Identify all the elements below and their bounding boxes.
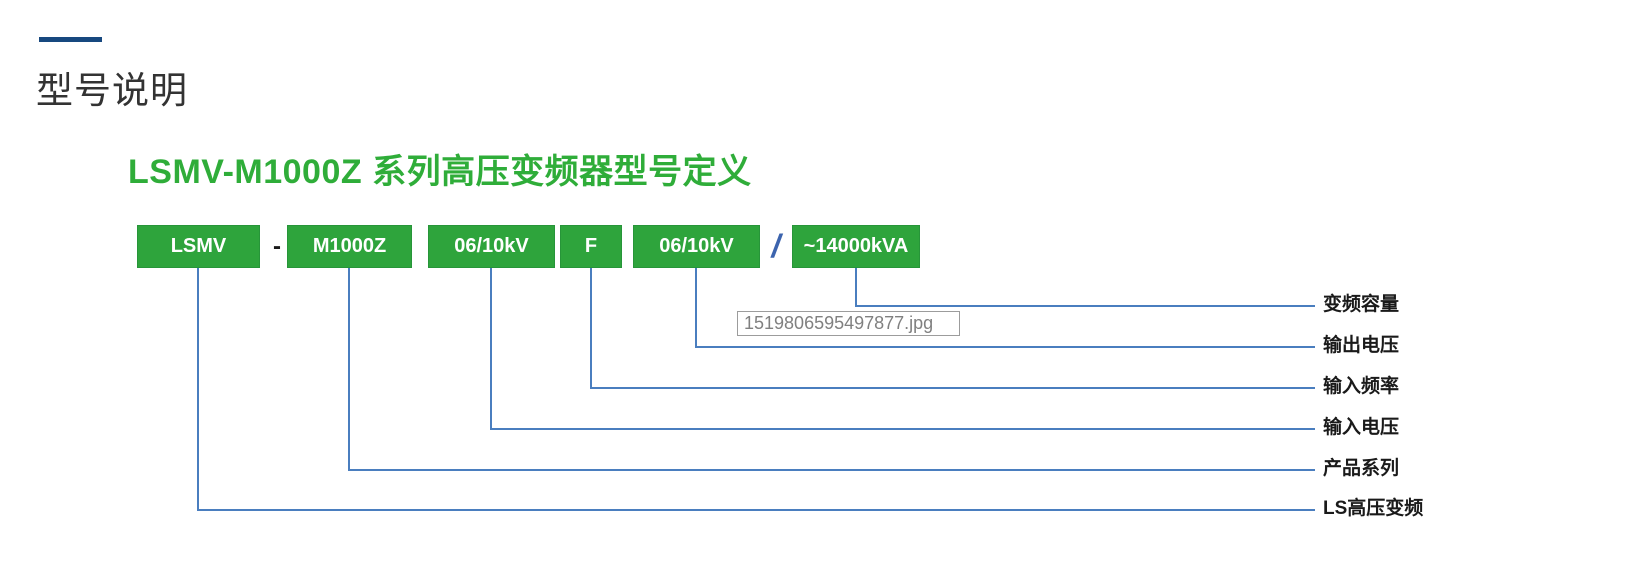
connector-line-input-frequency: [590, 387, 1315, 389]
broken-image-placeholder: 1519806595497877.jpg: [737, 311, 960, 336]
model-segment-input-frequency: F: [560, 225, 622, 268]
section-accent-bar: [39, 37, 102, 42]
meaning-label-input-voltage: 输入电压: [1323, 417, 1400, 438]
meaning-label-capacity: 变频容量: [1323, 294, 1400, 315]
connector-line-input-voltage: [490, 428, 1315, 430]
connector-line-brand: [197, 509, 1315, 511]
meaning-label-input-frequency: 输入频率: [1323, 376, 1400, 397]
section-title: 型号说明: [36, 70, 188, 111]
model-segment-input-voltage: 06/10kV: [428, 225, 555, 268]
connector-line-brand: [197, 268, 199, 511]
model-segment-capacity: ~14000kVA: [792, 225, 920, 268]
model-segment-brand: LSMV: [137, 225, 260, 268]
slash-separator: /: [771, 228, 781, 264]
meaning-label-brand: LS高压变频: [1323, 498, 1424, 519]
dash-separator: -: [273, 232, 281, 260]
meaning-label-series: 产品系列: [1323, 458, 1400, 479]
model-segment-series: M1000Z: [287, 225, 412, 268]
connector-line-series: [348, 469, 1315, 471]
connector-line-input-frequency: [590, 268, 592, 389]
model-segment-output-voltage: 06/10kV: [633, 225, 760, 268]
meaning-label-output-voltage: 输出电压: [1323, 335, 1400, 356]
connector-line-input-voltage: [490, 268, 492, 430]
connector-line-series: [348, 268, 350, 471]
connector-line-capacity: [855, 305, 1315, 307]
connector-line-output-voltage: [695, 346, 1315, 348]
diagram-heading: LSMV-M1000Z 系列高压变频器型号定义: [128, 153, 752, 191]
connector-line-output-voltage: [695, 268, 697, 348]
connector-line-capacity: [855, 268, 857, 307]
